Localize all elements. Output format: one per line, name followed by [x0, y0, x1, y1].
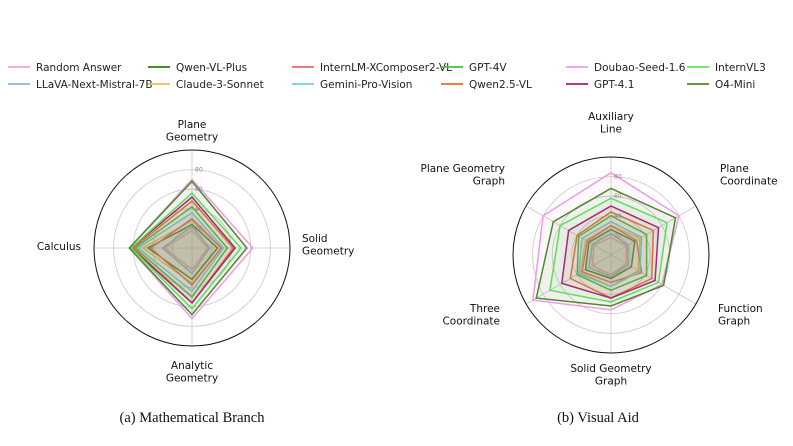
legend-label: Gemini-Pro-Vision [320, 79, 412, 91]
series-qwen-vl-plus [584, 228, 636, 280]
grid-spoke [610, 254, 697, 305]
legend-entry-gpt-4-1: GPT-4.1 [566, 79, 634, 91]
radar-frame [512, 156, 710, 354]
series-gemini-pro-vision [577, 220, 643, 288]
series-gemini-pro-vision [136, 211, 225, 293]
series-gpt-4v [133, 205, 229, 299]
tick-label: 60 [614, 193, 622, 200]
legend-entry-gpt-4v: GPT-4V [441, 62, 507, 74]
legend-label: O4-Mini [715, 79, 755, 91]
legend-entry-qwen2-5-vl: Qwen2.5-VL [441, 79, 532, 91]
axis-label-calculus: Calculus [37, 241, 81, 253]
legend-label: Claude-3-Sonnet [176, 79, 264, 91]
legend-label: GPT-4.1 [594, 79, 634, 91]
tick-label: 80 [195, 167, 203, 174]
tick-label: 20 [195, 225, 203, 232]
legend-label: InternLM-XComposer2-VL [320, 62, 452, 74]
radar-frame [93, 149, 291, 347]
legend-label: Random Answer [36, 62, 122, 74]
series-llava-next-mistral-7b [588, 232, 629, 278]
series-group [532, 171, 680, 311]
legend-label: Doubao-Seed-1.6 [594, 62, 686, 74]
series-gpt-4-1 [130, 195, 237, 304]
series-internlm-xcomposer2-vl [581, 224, 643, 284]
caption-mathematical-branch: (a) Mathematical Branch [120, 410, 266, 426]
series-llava-next-mistral-7b [161, 225, 211, 275]
legend-label: Qwen-VL-Plus [176, 62, 247, 74]
legend-label: Qwen2.5-VL [469, 79, 532, 91]
series-internvl3 [549, 197, 668, 303]
grid-spoke [525, 254, 612, 305]
tick-label: 80 [614, 174, 622, 181]
series-random-answer [591, 236, 628, 276]
tick-labels: 20 40 60 80 [195, 167, 203, 233]
legend-entry-llava-next-mistral-7b: LLaVA-Next-Mistral-7B [8, 79, 153, 91]
legend-entry-doubao-seed-1-6: Doubao-Seed-1.6 [566, 62, 686, 74]
series-o4-mini [535, 187, 677, 307]
legend-entry-gemini-pro-vision: Gemini-Pro-Vision [292, 79, 412, 91]
tick-label: 20 [614, 232, 622, 239]
tick-label: 60 [195, 186, 203, 193]
legend-entry-qwen-vl-plus: Qwen-VL-Plus [148, 62, 247, 74]
series-gpt-4v [576, 214, 648, 292]
legend-label: GPT-4V [469, 62, 507, 74]
series-internlm-xcomposer2-vl [149, 217, 223, 287]
legend-label: LLaVA-Next-Mistral-7B [36, 79, 153, 91]
caption-visual-aid: (b) Visual Aid [557, 410, 640, 426]
tick-label: 40 [195, 206, 203, 213]
series-o4-mini [128, 180, 248, 316]
series-doubao-seed-1-6 [532, 171, 680, 311]
legend-entry-claude-3-sonnet: Claude-3-Sonnet [148, 79, 264, 91]
legend-label: InternVL3 [715, 62, 766, 74]
legend-entry-o4-mini: O4-Mini [687, 79, 755, 91]
tick-labels: 20 40 60 80 [614, 174, 622, 240]
series-random-answer [163, 229, 209, 271]
legend-entry-internvl3: InternVL3 [687, 62, 766, 74]
legend-entry-internlm-xcomposer2-vl: InternLM-XComposer2-VL [292, 62, 452, 74]
tick-label: 40 [614, 213, 622, 220]
series-gpt-4-1 [560, 205, 660, 299]
series-internvl3 [130, 192, 242, 310]
legend-entry-random-answer: Random Answer [8, 62, 122, 74]
series-group [128, 178, 254, 320]
